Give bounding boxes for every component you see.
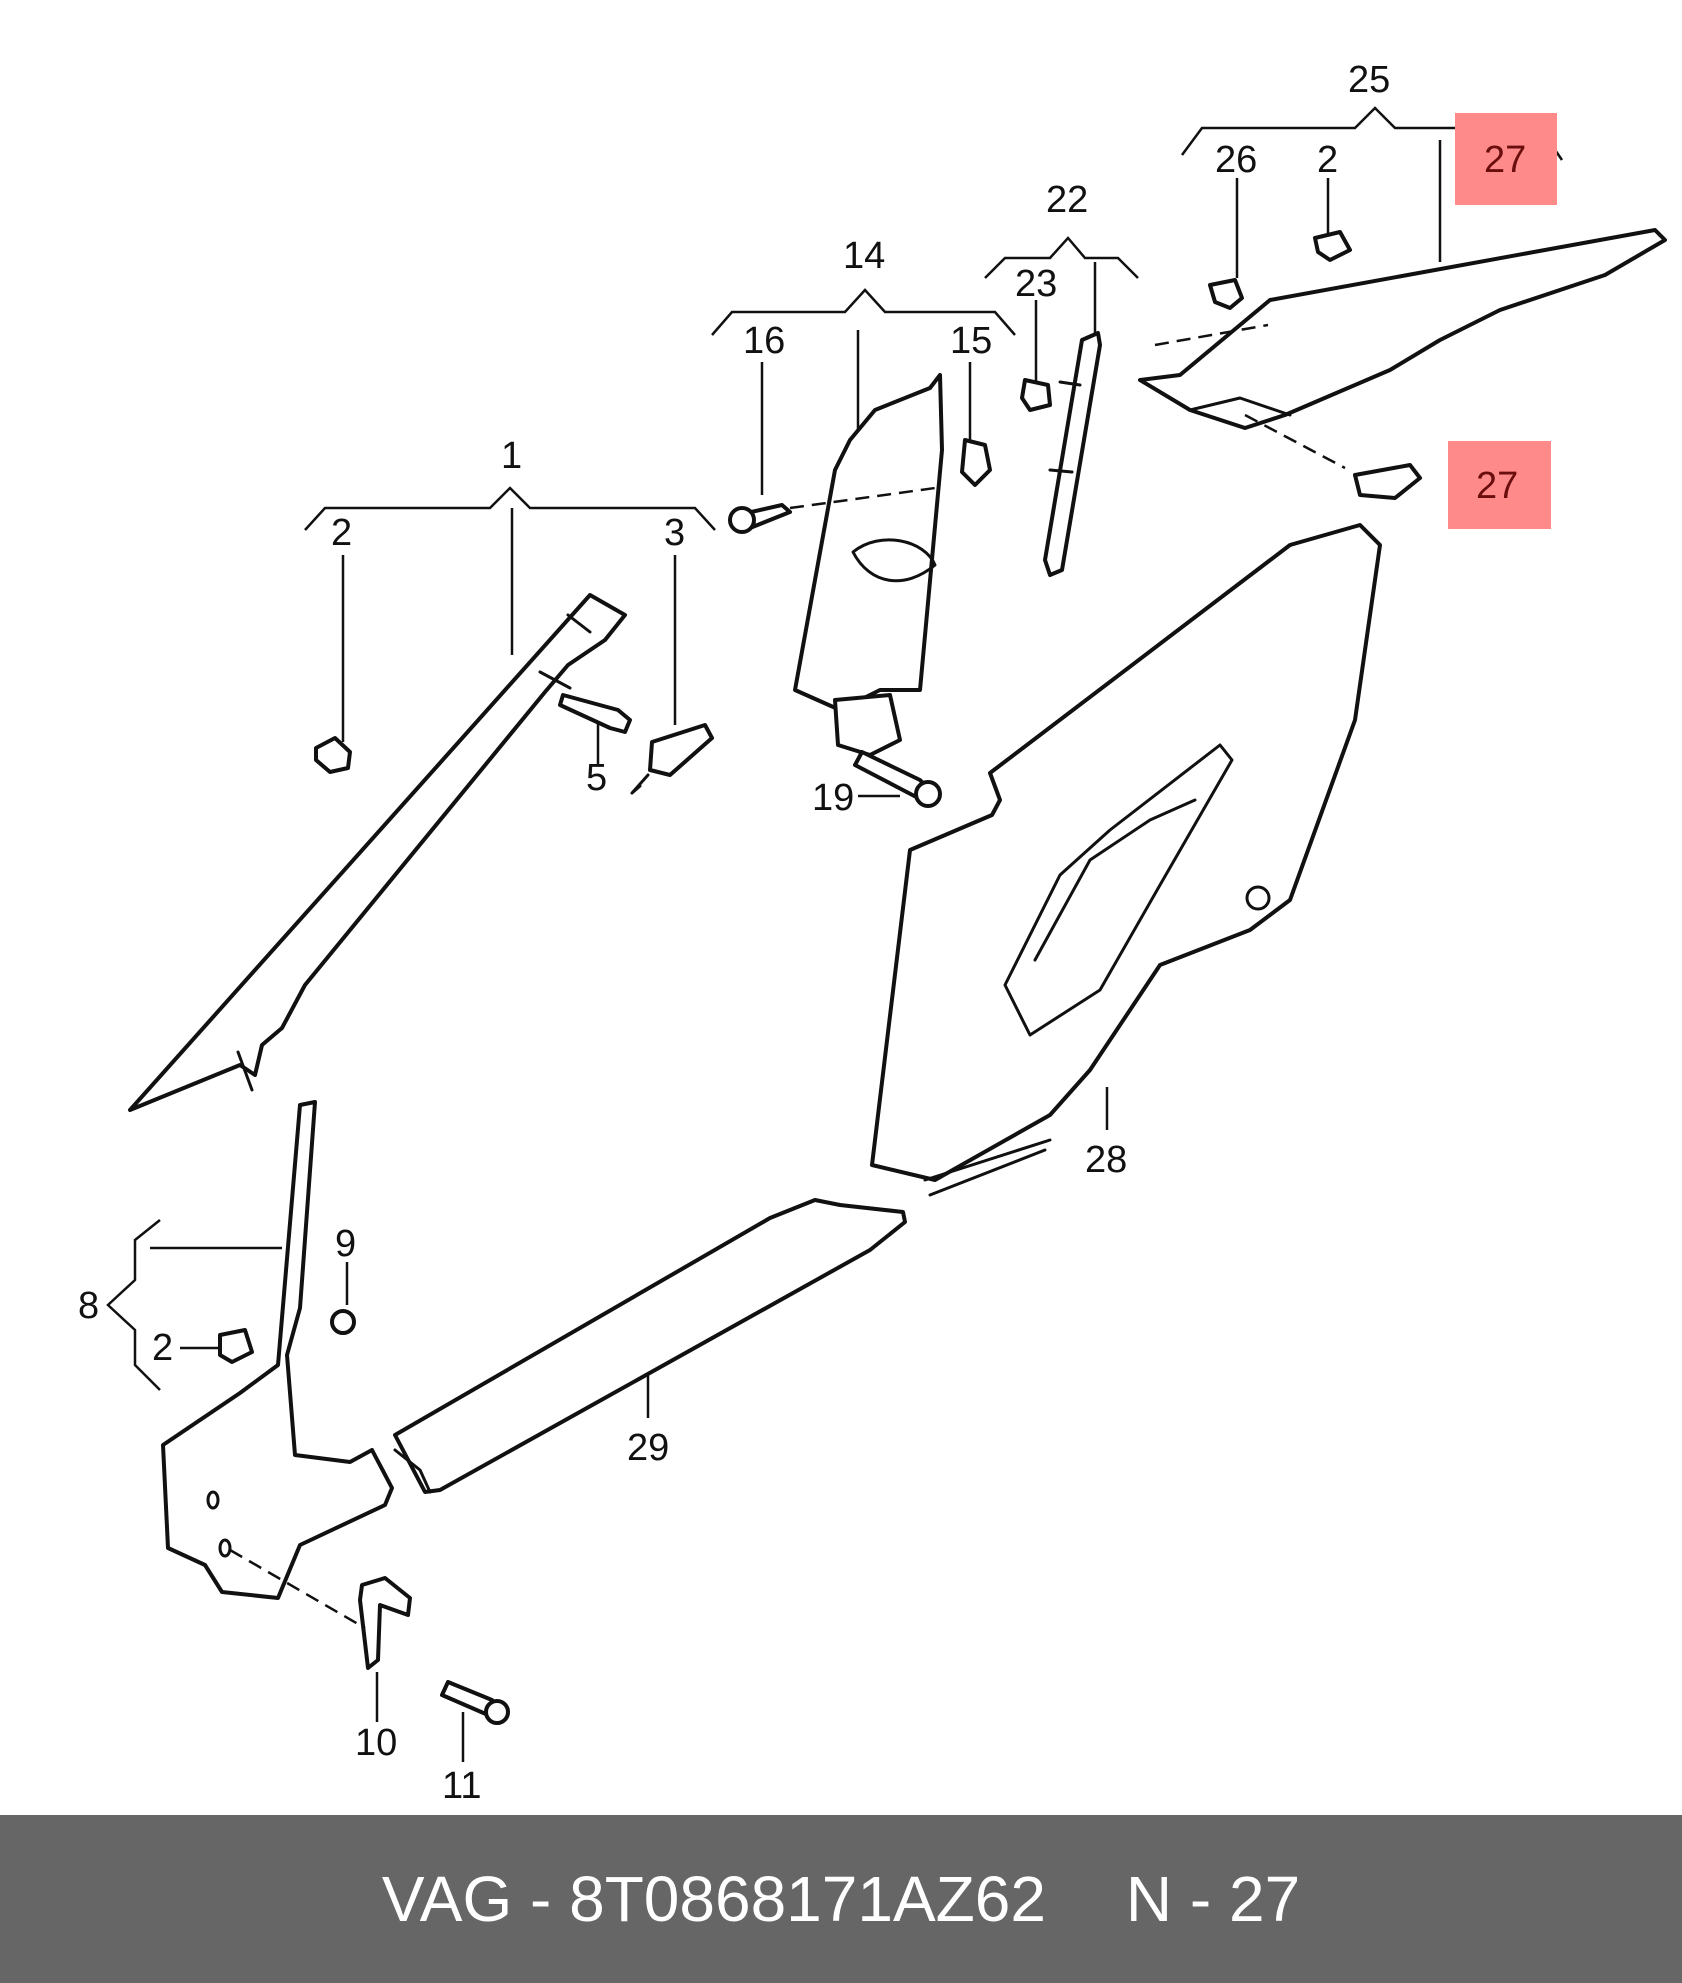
parts-diagram: 1 2 3 5 14 16 15 19 22 23 25 26 2 27 27 … bbox=[78, 59, 1667, 1807]
callout-2-right: 2 bbox=[1317, 139, 1338, 181]
screw-11 bbox=[440, 1680, 510, 1725]
callout-28: 28 bbox=[1085, 1139, 1127, 1181]
highlight-box-27-right bbox=[1448, 441, 1551, 529]
dashline-27 bbox=[1244, 413, 1346, 470]
cap-27 bbox=[1353, 463, 1422, 500]
callout-1: 1 bbox=[501, 435, 522, 477]
clip-2-lower bbox=[218, 1328, 254, 1364]
sill-trim bbox=[393, 1198, 907, 1494]
clip-15 bbox=[960, 438, 992, 487]
rear-quarter-trim bbox=[870, 523, 1382, 1197]
c-pillar-trim bbox=[1138, 228, 1667, 430]
part-number-footer: VAG - 8T0868171AZ62 N - 27 bbox=[0, 1815, 1682, 1983]
bracket-group-14 bbox=[711, 288, 1016, 440]
part-reference: VAG - 8T0868171AZ62 bbox=[381, 1863, 1046, 1935]
clip-2-right bbox=[1313, 230, 1352, 262]
bracket-group-22 bbox=[984, 236, 1139, 335]
callout-3: 3 bbox=[664, 512, 685, 554]
callout-29: 29 bbox=[627, 1427, 669, 1469]
callout-5: 5 bbox=[586, 757, 607, 799]
dashline-16 bbox=[789, 486, 936, 510]
callout-2-lower: 2 bbox=[152, 1327, 173, 1369]
callout-16: 16 bbox=[743, 320, 785, 362]
callout-9: 9 bbox=[335, 1223, 356, 1265]
callout-26: 26 bbox=[1215, 139, 1257, 181]
clip-2-left bbox=[314, 736, 352, 774]
highlight-box-27-top bbox=[1455, 113, 1557, 205]
dashline-10 bbox=[229, 1548, 366, 1630]
callout-27-top: 27 bbox=[1484, 139, 1526, 181]
dashline-25 bbox=[1154, 323, 1269, 347]
callout-19: 19 bbox=[812, 777, 854, 819]
clip-23 bbox=[1020, 378, 1052, 412]
callout-22: 22 bbox=[1046, 179, 1088, 221]
screw-16 bbox=[728, 503, 792, 534]
lower-front-trim bbox=[161, 1100, 394, 1600]
callout-2-left: 2 bbox=[331, 512, 352, 554]
callout-23: 23 bbox=[1015, 263, 1057, 305]
callout-8: 8 bbox=[78, 1285, 99, 1327]
b-pillar-trim bbox=[793, 373, 944, 757]
screw-5 bbox=[558, 693, 632, 734]
callout-15: 15 bbox=[950, 320, 992, 362]
callout-14: 14 bbox=[843, 235, 885, 277]
bracket-10 bbox=[358, 1576, 412, 1670]
a-pillar-trim bbox=[128, 593, 627, 1112]
bracket-group-8 bbox=[106, 1219, 282, 1391]
position-number: N - 27 bbox=[1125, 1863, 1301, 1935]
bracket-group-1 bbox=[304, 486, 716, 655]
screw-19 bbox=[853, 750, 942, 808]
callout-10: 10 bbox=[355, 1722, 397, 1764]
callout-25: 25 bbox=[1348, 59, 1390, 101]
clip-26 bbox=[1208, 278, 1244, 310]
callout-27-right: 27 bbox=[1476, 465, 1518, 507]
callout-11: 11 bbox=[442, 1765, 481, 1807]
cover-3 bbox=[630, 723, 714, 795]
nut-9 bbox=[330, 1309, 356, 1335]
strip-22 bbox=[1043, 331, 1102, 577]
